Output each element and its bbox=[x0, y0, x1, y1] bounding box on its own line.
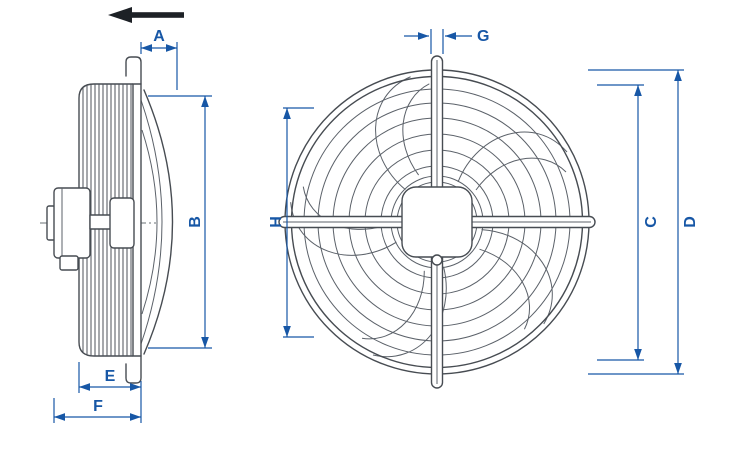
airflow-arrow-head bbox=[108, 7, 132, 23]
fan-blade bbox=[473, 213, 564, 337]
top-flange bbox=[125, 56, 142, 85]
dimension-a-extension-lines bbox=[140, 42, 178, 90]
dimension-f: F bbox=[53, 398, 141, 423]
impeller-silhouette bbox=[140, 89, 174, 355]
dimension-h-label: H bbox=[268, 216, 285, 228]
motor-body bbox=[53, 187, 91, 259]
dimension-c: C bbox=[597, 84, 660, 361]
motor bbox=[46, 187, 135, 271]
dimension-d: D bbox=[588, 69, 699, 375]
dimension-e: E bbox=[78, 362, 142, 423]
dimension-c-label: C bbox=[643, 216, 660, 228]
dimension-h: H bbox=[268, 107, 314, 338]
airflow-arrow-shaft bbox=[132, 12, 184, 18]
dimension-d-label: D bbox=[682, 216, 699, 228]
dimension-b-label: B bbox=[187, 216, 204, 228]
cable-gland bbox=[431, 254, 443, 266]
dimension-a-label: A bbox=[153, 28, 165, 45]
bottom-flange bbox=[125, 355, 142, 384]
fan-blade bbox=[350, 259, 474, 372]
dimension-g-extension-lines bbox=[430, 29, 444, 54]
terminal-box bbox=[59, 255, 79, 271]
center-square bbox=[401, 186, 473, 258]
impeller-hub bbox=[109, 197, 135, 249]
hub-cover bbox=[401, 186, 473, 266]
dimension-f-label: F bbox=[93, 398, 103, 415]
dimension-a: A bbox=[140, 28, 178, 90]
dimension-b: B bbox=[148, 95, 212, 349]
dimension-g: G bbox=[404, 28, 489, 54]
side-view: A B E F bbox=[40, 28, 212, 423]
front-view: G H C D bbox=[268, 28, 699, 389]
dimension-c-extension-lines bbox=[597, 84, 644, 361]
airflow-arrow-icon bbox=[108, 7, 184, 23]
guard-struts bbox=[278, 55, 596, 389]
strut-center-wires bbox=[283, 60, 591, 384]
dimension-g-label: G bbox=[477, 28, 489, 45]
dimension-e-label: E bbox=[105, 368, 116, 385]
dimension-d-extension-lines bbox=[588, 69, 684, 375]
